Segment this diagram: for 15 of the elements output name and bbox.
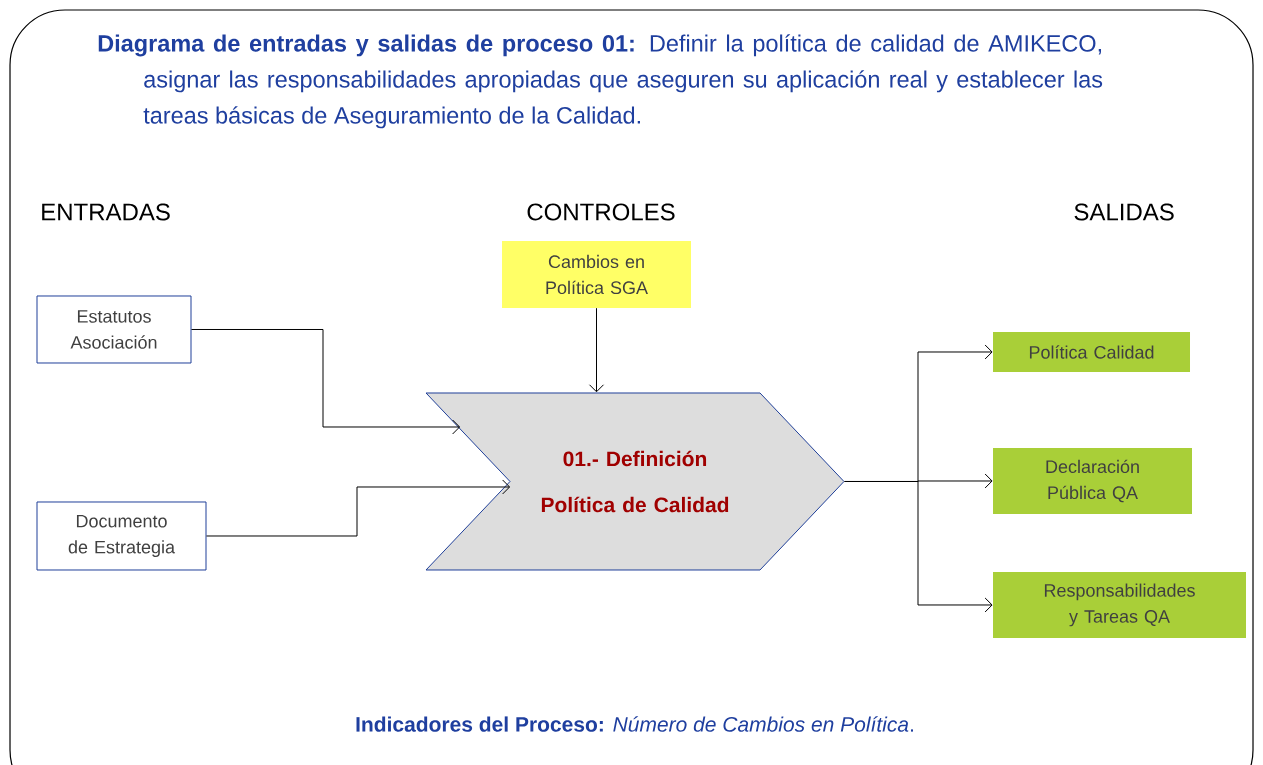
output-box: Declaración Pública QA [993,448,1192,514]
arrow [191,329,461,435]
output-box: Responsabilidades y Tareas QA [993,572,1246,638]
column-heading: SALIDAS [1074,203,1174,221]
arrow [589,307,604,393]
arrow [206,479,511,537]
process-chevron: 01.- Definición Política de Calidad [425,392,845,571]
control-box: Cambios en Política SGA [502,241,691,308]
caption: Indicadores del Proceso: Número de Cambios en Política. [356,716,913,732]
input-box: Estatutos Asociación [36,295,192,364]
title: Diagrama de entradas y salidas de proceso 01: Definir la política de calidad de AMIKECO, asignar las responsabilidades apropiadas que aseguren su aplicación real y establecer las tareas básicas de Aseguramiento de la Calidad. [98,34,1103,129]
input-box: Documento de Estrategia [36,501,207,571]
arrow [844,481,993,613]
column-heading: ENTRADAS [42,203,170,221]
output-box: Política Calidad [993,332,1190,372]
